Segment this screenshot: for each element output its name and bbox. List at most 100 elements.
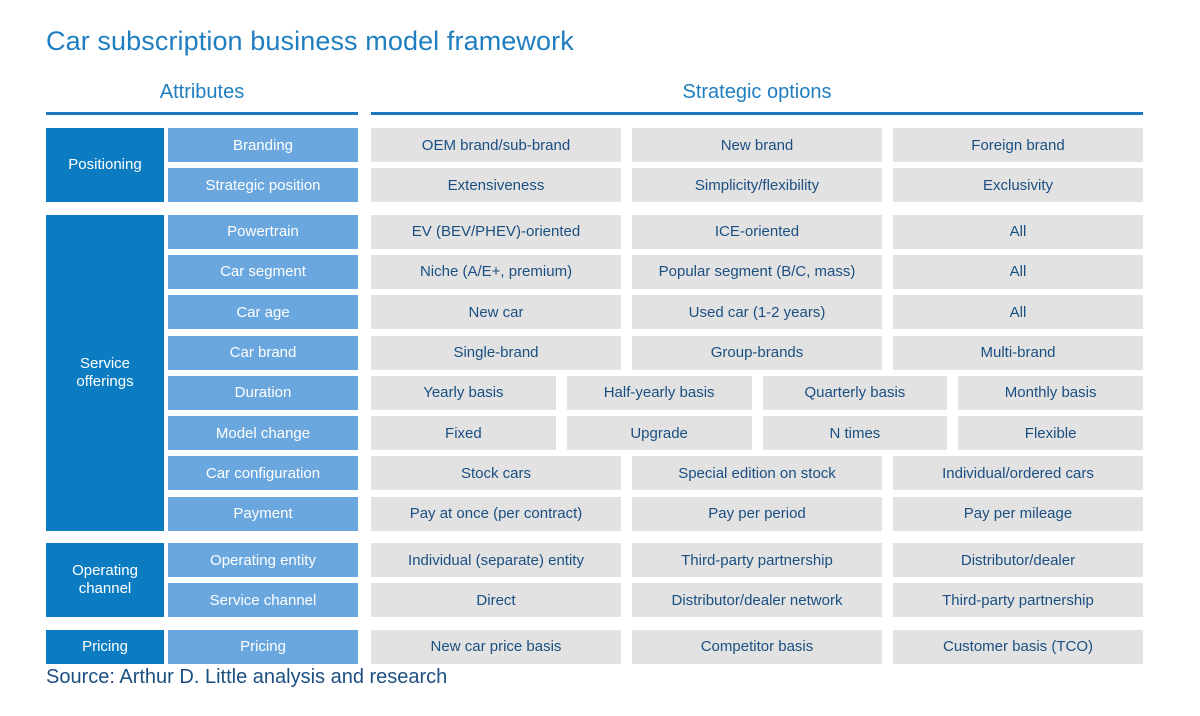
option-cell[interactable]: New car xyxy=(371,295,621,330)
option-cell[interactable]: Distributor/dealer network xyxy=(632,583,882,618)
option-cell[interactable]: Third-party partnership xyxy=(632,543,882,577)
option-label: All xyxy=(1009,223,1027,241)
attribute-cell-strategic-position[interactable]: Strategic position xyxy=(168,168,358,203)
attribute-cell-car-segment[interactable]: Car segment xyxy=(168,254,358,289)
option-label: Special edition on stock xyxy=(678,464,836,482)
option-label: Direct xyxy=(476,591,516,609)
option-cell[interactable]: ICE-oriented xyxy=(632,214,882,249)
option-label: Yearly basis xyxy=(423,384,504,402)
option-cell[interactable]: Pay per period xyxy=(632,496,882,531)
option-label: EV (BEV/PHEV)-oriented xyxy=(411,223,581,241)
option-cell[interactable]: OEM brand/sub-brand xyxy=(371,128,621,162)
option-cell[interactable]: Foreign brand xyxy=(893,128,1143,162)
column-header-attributes: Attributes xyxy=(159,81,245,103)
option-cell[interactable]: Competitor basis xyxy=(632,629,882,664)
attribute-label: Duration xyxy=(234,384,292,402)
option-cell[interactable]: Used car (1-2 years) xyxy=(632,295,882,330)
option-label: Monthly basis xyxy=(1004,384,1097,402)
option-cell[interactable]: Half-yearly basis xyxy=(566,375,752,410)
attribute-label: Service channel xyxy=(209,591,317,609)
option-cell[interactable]: Pay at once (per contract) xyxy=(371,496,621,531)
attribute-label: Powertrain xyxy=(227,223,299,241)
column-header-strategic-options: Strategic options xyxy=(682,81,832,103)
option-label: New car xyxy=(468,303,524,321)
option-label: Group-brands xyxy=(710,344,804,361)
attribute-label: Car segment xyxy=(220,263,306,281)
option-label: N times xyxy=(829,424,881,442)
source-note: Source: Arthur D. Little analysis and re… xyxy=(46,666,448,688)
option-cell[interactable]: EV (BEV/PHEV)-oriented xyxy=(371,214,621,249)
category-label: Pricing xyxy=(82,637,128,655)
option-cell[interactable]: Customer basis (TCO) xyxy=(893,629,1143,664)
option-cell[interactable]: All xyxy=(893,214,1143,249)
option-cell[interactable]: All xyxy=(893,254,1143,289)
option-label: Individual (separate) entity xyxy=(408,551,584,569)
category-cell-positioning[interactable]: Positioning xyxy=(46,128,164,203)
option-cell[interactable]: Exclusivity xyxy=(893,168,1143,203)
option-cell[interactable]: Fixed xyxy=(371,416,556,451)
option-cell[interactable]: Single-brand xyxy=(371,335,621,370)
attribute-cell-payment[interactable]: Payment xyxy=(168,496,358,531)
option-cell[interactable]: Distributor/dealer xyxy=(893,543,1143,577)
attribute-cell-pricing[interactable]: Pricing xyxy=(168,629,358,664)
attribute-label: Strategic position xyxy=(205,176,321,194)
option-cell[interactable]: Monthly basis xyxy=(958,375,1143,410)
option-cell[interactable]: Simplicity/flexibility xyxy=(632,168,882,203)
option-cell[interactable]: Special edition on stock xyxy=(632,456,882,491)
option-cell[interactable]: N times xyxy=(762,416,948,451)
attribute-cell-car-configuration[interactable]: Car configuration xyxy=(168,456,358,491)
option-cell[interactable]: Stock cars xyxy=(371,456,621,491)
option-cell[interactable]: Multi-brand xyxy=(893,335,1143,370)
option-cell[interactable]: Extensiveness xyxy=(371,168,621,203)
attribute-cell-service-channel[interactable]: Service channel xyxy=(168,583,358,618)
option-cell[interactable]: Flexible xyxy=(958,416,1143,451)
option-cell[interactable]: Quarterly basis xyxy=(762,375,948,410)
option-cell[interactable]: Upgrade xyxy=(566,416,752,451)
attribute-cell-powertrain[interactable]: Powertrain xyxy=(168,214,358,249)
option-cell[interactable]: Direct xyxy=(371,583,621,618)
option-cell[interactable]: Individual/ordered cars xyxy=(893,456,1143,491)
option-label: Used car (1-2 years) xyxy=(688,303,826,321)
option-label: Upgrade xyxy=(630,424,688,442)
option-cell[interactable]: Individual (separate) entity xyxy=(371,543,621,577)
option-label: Third-party partnership xyxy=(942,591,1094,609)
header-rule-attributes xyxy=(46,112,358,115)
category-cell-pricing[interactable]: Pricing xyxy=(46,629,164,664)
category-cell-service-offerings[interactable]: Service offerings xyxy=(46,214,164,531)
attribute-label: Payment xyxy=(233,505,293,523)
attribute-cell-duration[interactable]: Duration xyxy=(168,375,358,410)
option-label: OEM brand/sub-brand xyxy=(421,136,571,154)
attribute-cell-operating-entity[interactable]: Operating entity xyxy=(168,543,358,577)
option-label: All xyxy=(1009,263,1027,281)
option-label: Single-brand xyxy=(453,344,539,361)
option-label: New car price basis xyxy=(430,638,562,656)
option-cell[interactable]: Niche (A/E+, premium) xyxy=(371,254,621,289)
attribute-label: Car age xyxy=(236,303,290,321)
attribute-cell-car-age[interactable]: Car age xyxy=(168,295,358,330)
attribute-label: Car brand xyxy=(229,344,297,361)
attribute-cell-car-brand[interactable]: Car brand xyxy=(168,335,358,370)
attribute-label: Car configuration xyxy=(205,464,321,482)
attribute-label: Pricing xyxy=(240,638,286,656)
option-cell[interactable]: Third-party partnership xyxy=(893,583,1143,618)
option-label: Competitor basis xyxy=(700,638,814,656)
attribute-cell-model-change[interactable]: Model change xyxy=(168,416,358,451)
option-cell[interactable]: New car price basis xyxy=(371,629,621,664)
option-cell[interactable]: All xyxy=(893,295,1143,330)
option-label: Niche (A/E+, premium) xyxy=(419,263,573,281)
option-label: All xyxy=(1009,303,1027,321)
option-label: Stock cars xyxy=(460,464,532,482)
category-label: Service offerings xyxy=(76,354,134,390)
option-label: Distributor/dealer network xyxy=(671,591,843,609)
option-cell[interactable]: Group-brands xyxy=(632,335,882,370)
option-label: Simplicity/flexibility xyxy=(694,176,820,194)
attribute-cell-branding[interactable]: Branding xyxy=(168,128,358,162)
option-cell[interactable]: Popular segment (B/C, mass) xyxy=(632,254,882,289)
option-cell[interactable]: Pay per mileage xyxy=(893,496,1143,531)
option-cell[interactable]: New brand xyxy=(632,128,882,162)
option-label: Quarterly basis xyxy=(804,384,906,402)
option-label: Popular segment (B/C, mass) xyxy=(658,263,856,281)
option-label: Pay per mileage xyxy=(963,505,1073,523)
category-cell-operating-channel[interactable]: Operating channel xyxy=(46,543,164,618)
option-cell[interactable]: Yearly basis xyxy=(371,375,556,410)
